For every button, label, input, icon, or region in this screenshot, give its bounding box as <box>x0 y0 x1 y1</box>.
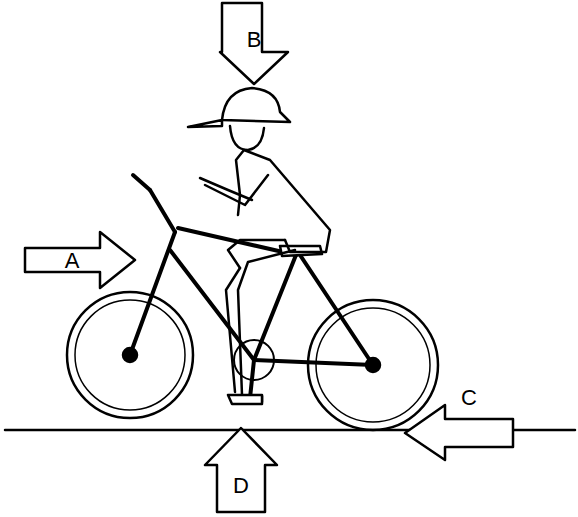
force-arrow <box>220 3 288 84</box>
callout-letter: B <box>247 29 262 51</box>
force-arrow <box>405 405 513 460</box>
crank-arm <box>250 360 254 398</box>
callout-letter: D <box>233 475 249 497</box>
force-arrow <box>25 232 135 288</box>
rider <box>188 88 330 404</box>
callout-letter: C <box>461 387 477 409</box>
bike-frame <box>130 175 373 365</box>
callout-letter: A <box>65 250 80 272</box>
force-arrow <box>205 428 277 512</box>
